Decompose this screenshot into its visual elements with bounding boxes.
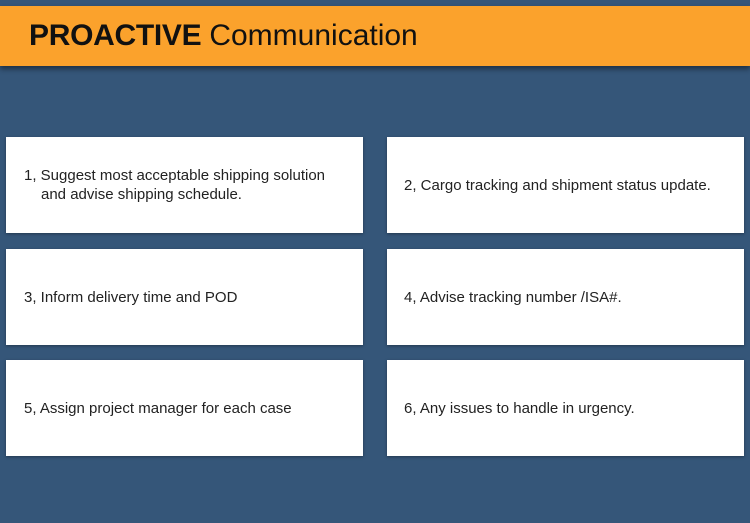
item-card-1: 1, Suggest most acceptable shipping solu… [6, 137, 363, 233]
item-text-6: 6, Any issues to handle in urgency. [404, 399, 635, 417]
item-card-3: 3, Inform delivery time and POD [6, 249, 363, 345]
item-card-2: 2, Cargo tracking and shipment status up… [387, 137, 744, 233]
item-text-5: 5, Assign project manager for each case [24, 399, 292, 417]
header-title-rest: Communication [209, 19, 418, 52]
item-card-6: 6, Any issues to handle in urgency. [387, 360, 744, 456]
header-banner: PROACTIVE Communication [0, 6, 750, 66]
item-text-1: 1, Suggest most acceptable shipping solu… [24, 167, 326, 203]
item-card-5: 5, Assign project manager for each case [6, 360, 363, 456]
header-title-bold: PROACTIVE [29, 19, 202, 52]
item-text-4: 4, Advise tracking number /ISA#. [404, 288, 622, 306]
item-text-2: 2, Cargo tracking and shipment status up… [404, 176, 711, 194]
item-text-3: 3, Inform delivery time and POD [24, 288, 238, 306]
item-card-4: 4, Advise tracking number /ISA#. [387, 249, 744, 345]
